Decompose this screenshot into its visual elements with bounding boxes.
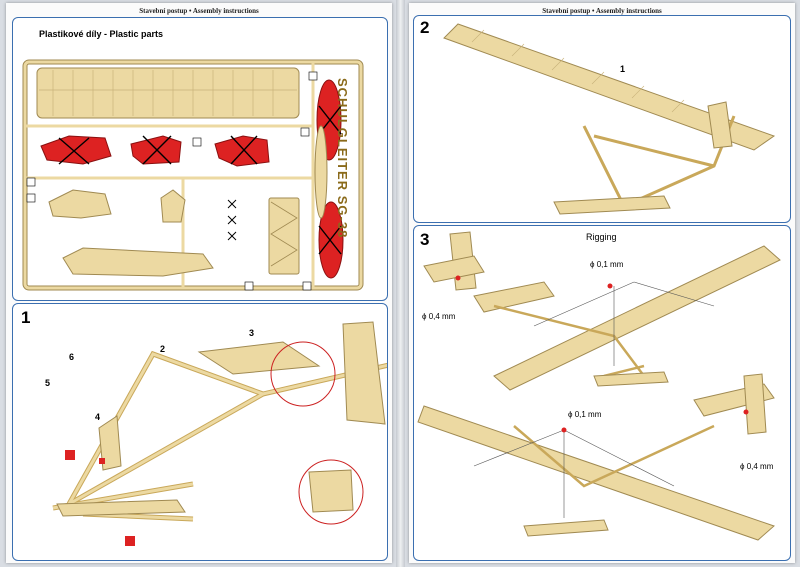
- step-3-drawing: [417, 231, 781, 541]
- step-3-panel: 3 Rigging: [413, 225, 791, 561]
- right-page: Stavební postup • Assembly instructions …: [409, 3, 795, 563]
- sprue-name-text: SCHULGLEITER SG-38: [335, 78, 350, 239]
- wire-diameter-label: ϕ 0,1 mm: [590, 260, 624, 269]
- page-header: Stavební postup • Assembly instructions: [542, 7, 662, 15]
- wire-diameter-label: ϕ 0,4 mm: [740, 462, 774, 471]
- callout-1: 1: [620, 64, 626, 74]
- callout-4: 4: [95, 412, 101, 422]
- wire-diameter-label: ϕ 0,4 mm: [422, 312, 456, 321]
- callout-2: 2: [160, 344, 166, 354]
- callout-6: 6: [69, 352, 75, 362]
- plastic-parts-panel: Plastikové díly - Plastic parts: [12, 17, 388, 301]
- step-2-drawing: [443, 23, 776, 215]
- step-number: 1: [21, 308, 31, 327]
- rigging-title: Rigging: [586, 232, 617, 242]
- step-1-panel: 1: [12, 303, 388, 561]
- wire-diameter-label: ϕ 0,1 mm: [568, 410, 602, 419]
- book-spine: [396, 0, 405, 567]
- plastic-parts-title: Plastikové díly - Plastic parts: [39, 29, 164, 39]
- callout-5: 5: [45, 378, 51, 388]
- step-2-panel: 2 1: [413, 15, 791, 223]
- page-header: Stavební postup • Assembly instructions: [139, 7, 259, 15]
- step-1-drawing: [52, 321, 387, 546]
- step-number: 2: [420, 18, 430, 37]
- step-number: 3: [420, 230, 430, 249]
- left-page: Stavební postup • Assembly instructions …: [6, 3, 392, 563]
- callout-3: 3: [249, 328, 255, 338]
- sprue-drawing: [22, 59, 364, 291]
